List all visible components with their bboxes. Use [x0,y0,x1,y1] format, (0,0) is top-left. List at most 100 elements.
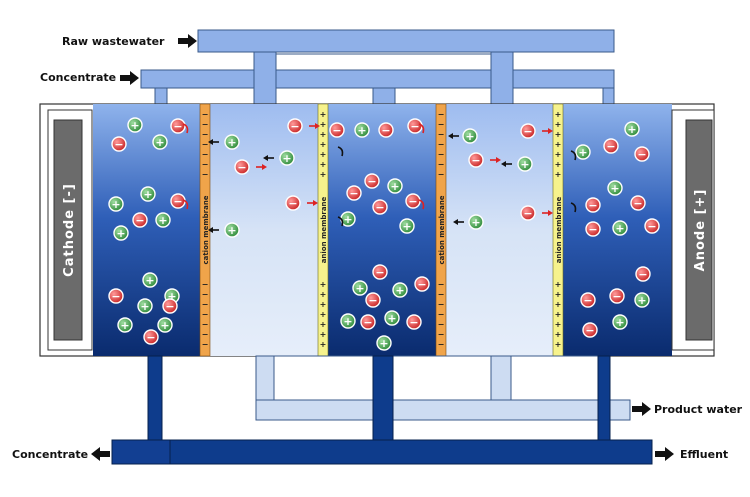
svg-text:+: + [615,222,624,235]
anion-ion: − [609,288,625,304]
concentrate-outlet-piping [111,355,653,465]
anion-ion: − [582,322,598,338]
membrane-charge-mark: + [320,150,327,159]
cation-ion: + [224,134,240,150]
svg-text:−: − [606,140,615,153]
svg-text:−: − [135,214,144,227]
cation-ion: + [384,310,400,326]
membrane-charge-mark: + [555,140,562,149]
anion-ion: − [170,118,186,134]
svg-text:+: + [379,337,388,350]
membrane-charge-mark: + [555,330,562,339]
membrane-charge-mark: − [438,300,445,309]
membrane-charge-mark: − [202,120,209,129]
effluent-label: Effluent [680,448,728,461]
anion-ion: − [360,314,376,330]
membrane-charge-mark: − [438,130,445,139]
svg-text:−: − [363,316,372,329]
anion-ion: − [603,138,619,154]
svg-text:+: + [155,136,164,149]
svg-text:−: − [585,324,594,337]
membrane-charge-mark: − [438,120,445,129]
cation-arrow [448,133,459,139]
anion-ion: − [468,152,484,168]
svg-text:−: − [290,120,299,133]
svg-text:+: + [355,282,364,295]
svg-text:−: − [367,175,376,188]
anion-ion: − [406,314,422,330]
membrane-charge-mark: + [320,160,327,169]
anion-ion: − [287,118,303,134]
cation-ion: + [113,225,129,241]
svg-text:−: − [410,120,419,133]
cation-ion: + [607,180,623,196]
cation-ion: + [127,117,143,133]
svg-text:+: + [120,319,129,332]
anion-ion: − [364,173,380,189]
cation-ion: + [634,292,650,308]
cation-arrow [208,227,219,233]
svg-text:+: + [610,182,619,195]
product-pipe-gaps [273,355,603,401]
ions-layer: ++++++++++++++++++++++++++++++++−−−−−−−−… [108,117,660,351]
cation-ion: + [624,121,640,137]
svg-text:−: − [111,290,120,303]
membrane-charge-mark: + [555,110,562,119]
cation-arrow [263,155,274,161]
membrane-charge-mark: − [202,310,209,319]
svg-text:+: + [390,180,399,193]
membrane-charge-mark: − [202,130,209,139]
cation-ion: + [117,317,133,333]
anode-label: Anode [+] [693,189,708,272]
cation-ion: + [376,335,392,351]
membrane-charge-mark: − [202,160,209,169]
anion-ion: − [630,195,646,211]
svg-text:+: + [465,130,474,143]
cathode-label: Cathode [-] [62,183,77,277]
anion-ion: − [372,264,388,280]
membrane-charge-mark: − [438,160,445,169]
membrane-charge-mark: + [555,160,562,169]
svg-text:+: + [130,119,139,132]
membrane-charge-mark: + [555,170,562,179]
svg-text:−: − [288,197,297,210]
cation-ion: + [387,178,403,194]
membrane-charge-mark: + [320,320,327,329]
membrane-charge-mark: + [320,280,327,289]
anion-ion: − [405,193,421,209]
membrane-charge-mark: − [438,110,445,119]
membrane-charge-mark: + [555,320,562,329]
concentrate-outlet-label: Concentrate [12,448,88,461]
svg-text:anion membrane: anion membrane [555,196,563,263]
membrane-charge-marks: −−−−−−−−−−−−−−++++++++++++++−−−−−−−−−−−−… [202,110,562,349]
svg-text:−: − [588,223,597,236]
svg-text:+: + [395,284,404,297]
cation-ion: + [612,220,628,236]
concentrate-inlet: Concentrate [40,71,139,85]
svg-text:+: + [111,198,120,211]
membrane-charge-mark: + [320,140,327,149]
anion-ion: − [634,146,650,162]
svg-text:−: − [612,290,621,303]
anion-ion: − [143,329,159,345]
membrane-charge-mark: + [555,150,562,159]
svg-text:+: + [357,124,366,137]
membrane-charge-mark: − [438,320,445,329]
inlet-piping-gaps [166,53,604,105]
membrane-charge-mark: − [438,280,445,289]
svg-text:−: − [637,148,646,161]
anion-arrow [309,123,320,129]
anion-ion: − [580,292,596,308]
svg-text:+: + [520,158,529,171]
membrane-charge-mark: + [320,120,327,129]
anion-ion: − [132,212,148,228]
concentrate-outlet: Concentrate [12,447,110,461]
svg-text:−: − [633,197,642,210]
cation-ion: + [155,212,171,228]
svg-text:−: − [375,201,384,214]
membrane-charge-mark: + [320,290,327,299]
anion-ion: − [108,288,124,304]
anion-ion: − [346,185,362,201]
svg-text:+: + [615,316,624,329]
